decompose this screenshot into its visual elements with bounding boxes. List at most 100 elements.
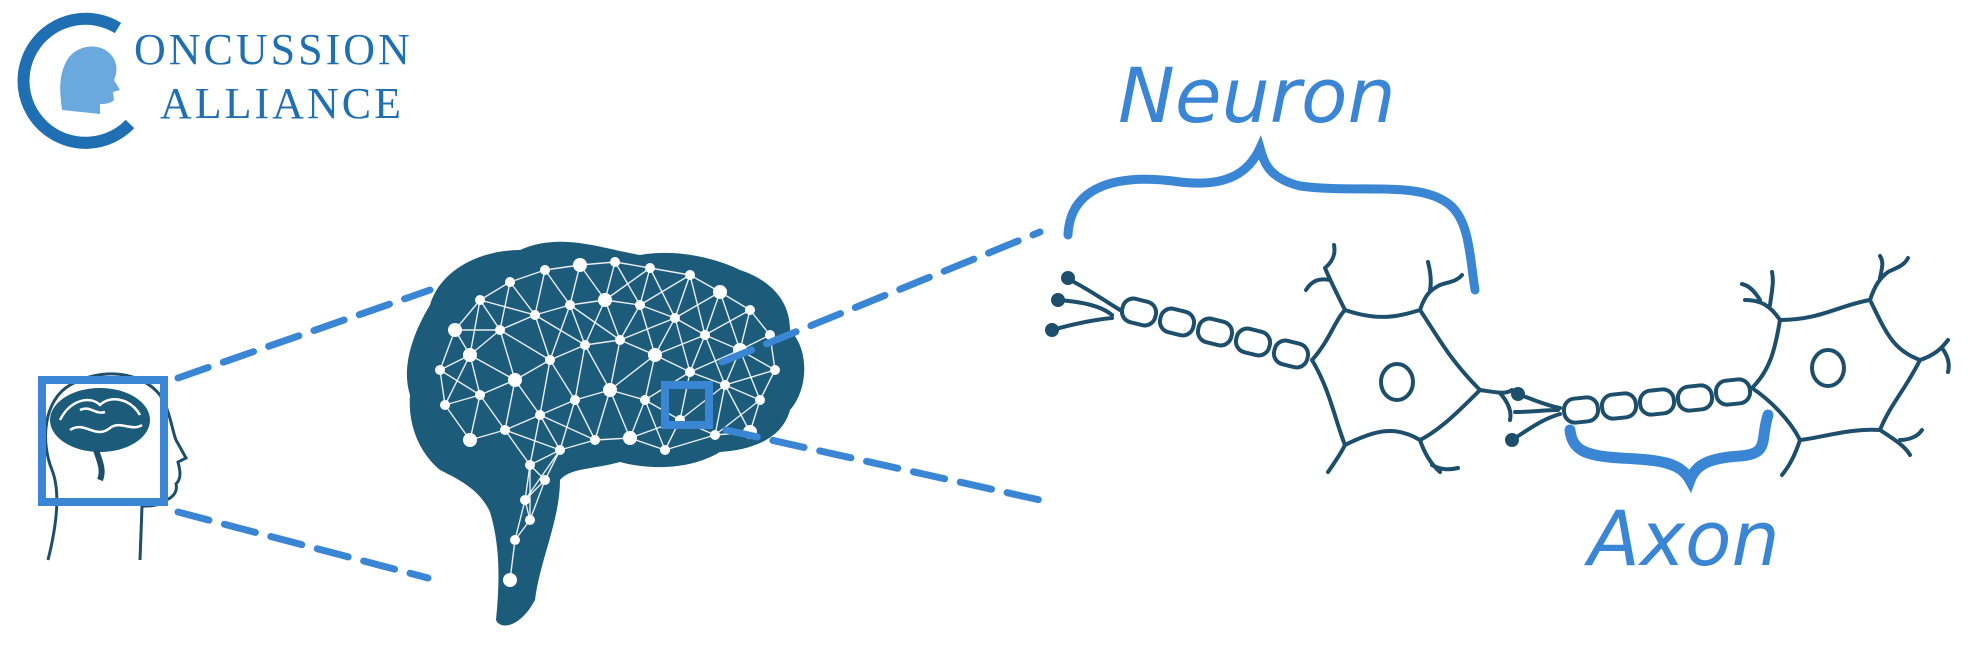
network-node (565, 300, 575, 310)
network-edge (444, 394, 481, 406)
network-edge (584, 339, 621, 346)
network-edge (639, 274, 691, 306)
network-node (765, 330, 775, 340)
network-edge (469, 394, 481, 441)
network-node (598, 293, 612, 307)
network-edge (539, 414, 561, 451)
network-edge (534, 304, 571, 316)
network-node (685, 367, 695, 377)
network-edge (574, 399, 596, 441)
network-edge (619, 304, 641, 341)
network-edge (649, 267, 691, 276)
network-edge (529, 479, 546, 521)
network-edge (534, 314, 551, 361)
axon-brace (1564, 409, 1774, 494)
network-node (535, 410, 545, 420)
brain-network-nodes (435, 257, 780, 587)
network-edge (674, 317, 706, 336)
network-node (745, 305, 755, 315)
zoom-lines-brain-to-neuron (718, 228, 1044, 504)
network-node (720, 380, 730, 390)
network-node (648, 348, 662, 362)
network-edge (639, 304, 656, 356)
network-node (525, 515, 535, 525)
network-edge (529, 414, 541, 466)
network-edge (704, 291, 721, 336)
logo-c-arc (17, 12, 135, 149)
network-edge (439, 369, 481, 396)
network-edge (714, 384, 726, 436)
network-edge (549, 304, 571, 361)
head-brain-icon (50, 388, 150, 482)
network-edge (594, 389, 611, 441)
network-node (505, 277, 515, 287)
network-edge (539, 399, 576, 416)
network-edge (739, 349, 761, 401)
network-edge (444, 404, 471, 441)
network-edge (559, 439, 596, 451)
network-edge (749, 309, 771, 336)
logo-line-1: ONCUSSION (134, 25, 413, 74)
concussion-alliance-logo[interactable]: ONCUSSION ALLIANCE (17, 12, 413, 149)
network-edge (499, 329, 516, 381)
network-edge (609, 389, 631, 439)
network-edge (639, 304, 676, 319)
network-edge (549, 344, 586, 361)
network-edge (654, 334, 706, 356)
network-node (660, 445, 670, 455)
network-edge (469, 299, 481, 356)
network-edge (509, 269, 546, 283)
network-edge (509, 281, 536, 316)
network-edge (544, 449, 561, 481)
network-edge (479, 281, 511, 301)
network-node (435, 365, 445, 375)
axon-label: Axon (1583, 494, 1780, 583)
network-node (580, 340, 590, 350)
head-profile-icon (60, 46, 120, 114)
network-edge (574, 344, 586, 401)
network-node (525, 460, 535, 470)
network-node (685, 270, 695, 280)
network-node (475, 390, 485, 400)
network-node (610, 257, 620, 267)
network-edge (604, 267, 651, 301)
network-edge (539, 414, 596, 441)
human-head-figure (38, 372, 189, 561)
network-edge (439, 329, 456, 371)
network-brain (406, 241, 805, 626)
network-edge (479, 394, 506, 431)
network-node (713, 285, 727, 299)
network-node (700, 330, 710, 340)
network-edge (584, 299, 606, 346)
network-edge (639, 267, 651, 306)
network-edge (759, 369, 776, 401)
network-node (463, 348, 477, 362)
network-node (640, 395, 650, 405)
network-edge (499, 329, 551, 361)
network-edge (614, 261, 651, 269)
network-edge (724, 384, 761, 401)
network-edge (644, 399, 666, 451)
network-node (770, 365, 780, 375)
network-edge (534, 269, 546, 316)
brain-zoom-box (661, 381, 713, 429)
network-node (475, 295, 485, 305)
network-node (603, 383, 617, 397)
logo-line-2: ALLIANCE (160, 79, 404, 128)
network-node (670, 313, 680, 323)
network-edge (674, 317, 691, 373)
network-edge (569, 304, 586, 346)
network-edge (679, 371, 691, 421)
network-node (615, 335, 625, 345)
network-edge (704, 334, 726, 386)
network-node (635, 300, 645, 310)
network-edge (504, 429, 561, 451)
network-edge (664, 434, 716, 451)
network-node (463, 433, 477, 447)
network-edge (674, 291, 721, 319)
network-node (540, 475, 550, 485)
network-edge (499, 314, 536, 331)
network-edge (479, 299, 536, 316)
network-node (590, 435, 600, 445)
